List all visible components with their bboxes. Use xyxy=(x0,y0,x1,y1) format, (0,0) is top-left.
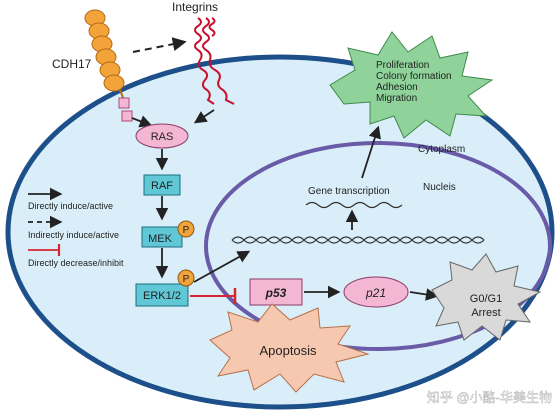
mek-phospho-badge xyxy=(177,220,195,238)
outcomes-starburst xyxy=(329,31,494,139)
p53-node xyxy=(249,278,303,306)
ras-node xyxy=(135,123,189,149)
mek-phospho-label: P xyxy=(183,225,190,236)
cdh17-receptor xyxy=(84,9,133,122)
integrin-receptor xyxy=(194,17,235,105)
legend-direct-label: Directly induce/active xyxy=(28,201,113,211)
transcription-to-outcomes-arrow xyxy=(361,125,381,179)
erk-phospho-label: P xyxy=(183,274,190,285)
outcome-colony-formation: Colony formation xyxy=(376,71,452,82)
g0g1-label-line2: Arrest xyxy=(471,307,500,319)
legend-indirect-label: Indirectly induce/active xyxy=(28,230,119,240)
erk-phospho-badge xyxy=(177,269,195,287)
dna-double-helix xyxy=(231,236,485,244)
p21-node xyxy=(343,276,409,308)
raf-label: RAF xyxy=(151,180,173,192)
ras-label: RAS xyxy=(151,131,174,143)
cdh17-to-ras-arrow xyxy=(131,115,153,128)
outcome-migration: Migration xyxy=(376,93,417,104)
integrins-label: Integrins xyxy=(172,0,218,14)
apoptosis-starburst xyxy=(209,303,370,393)
legend-inhibit-label: Directly decrease/inhibit xyxy=(28,258,124,268)
mek-label: MEK xyxy=(148,233,173,245)
g0g1-arrest-starburst xyxy=(431,253,542,341)
legend: Directly induce/active Indirectly induce… xyxy=(28,187,124,268)
p21-to-arrest-arrow xyxy=(409,288,439,301)
integrins-to-ras-arrow xyxy=(193,109,215,124)
erk-to-dna-arrow xyxy=(193,250,251,283)
outcome-proliferation: Proliferation xyxy=(376,60,429,71)
g0g1-label-line1: G0/G1 xyxy=(470,293,502,305)
p53-label: p53 xyxy=(265,286,287,300)
watermark: 知乎 @小酪-华美生物 xyxy=(427,390,552,405)
cdh17-to-integrins-arrow xyxy=(132,37,187,53)
gene-transcription-label: Gene transcription xyxy=(308,186,390,197)
mek-node xyxy=(141,226,183,248)
nucleis-label: Nucleis xyxy=(423,182,456,193)
rna-transcript xyxy=(305,201,403,209)
nucleus-membrane xyxy=(204,141,552,351)
p21-label: p21 xyxy=(365,286,386,300)
outcome-adhesion: Adhesion xyxy=(376,82,418,93)
apoptosis-label: Apoptosis xyxy=(259,343,317,358)
erk-node xyxy=(135,283,189,307)
erk-label: ERK1/2 xyxy=(143,290,181,302)
cdh17-label: CDH17 xyxy=(52,57,92,71)
raf-node xyxy=(143,174,181,196)
cytoplasm-label: Cytoplasm xyxy=(418,144,465,155)
